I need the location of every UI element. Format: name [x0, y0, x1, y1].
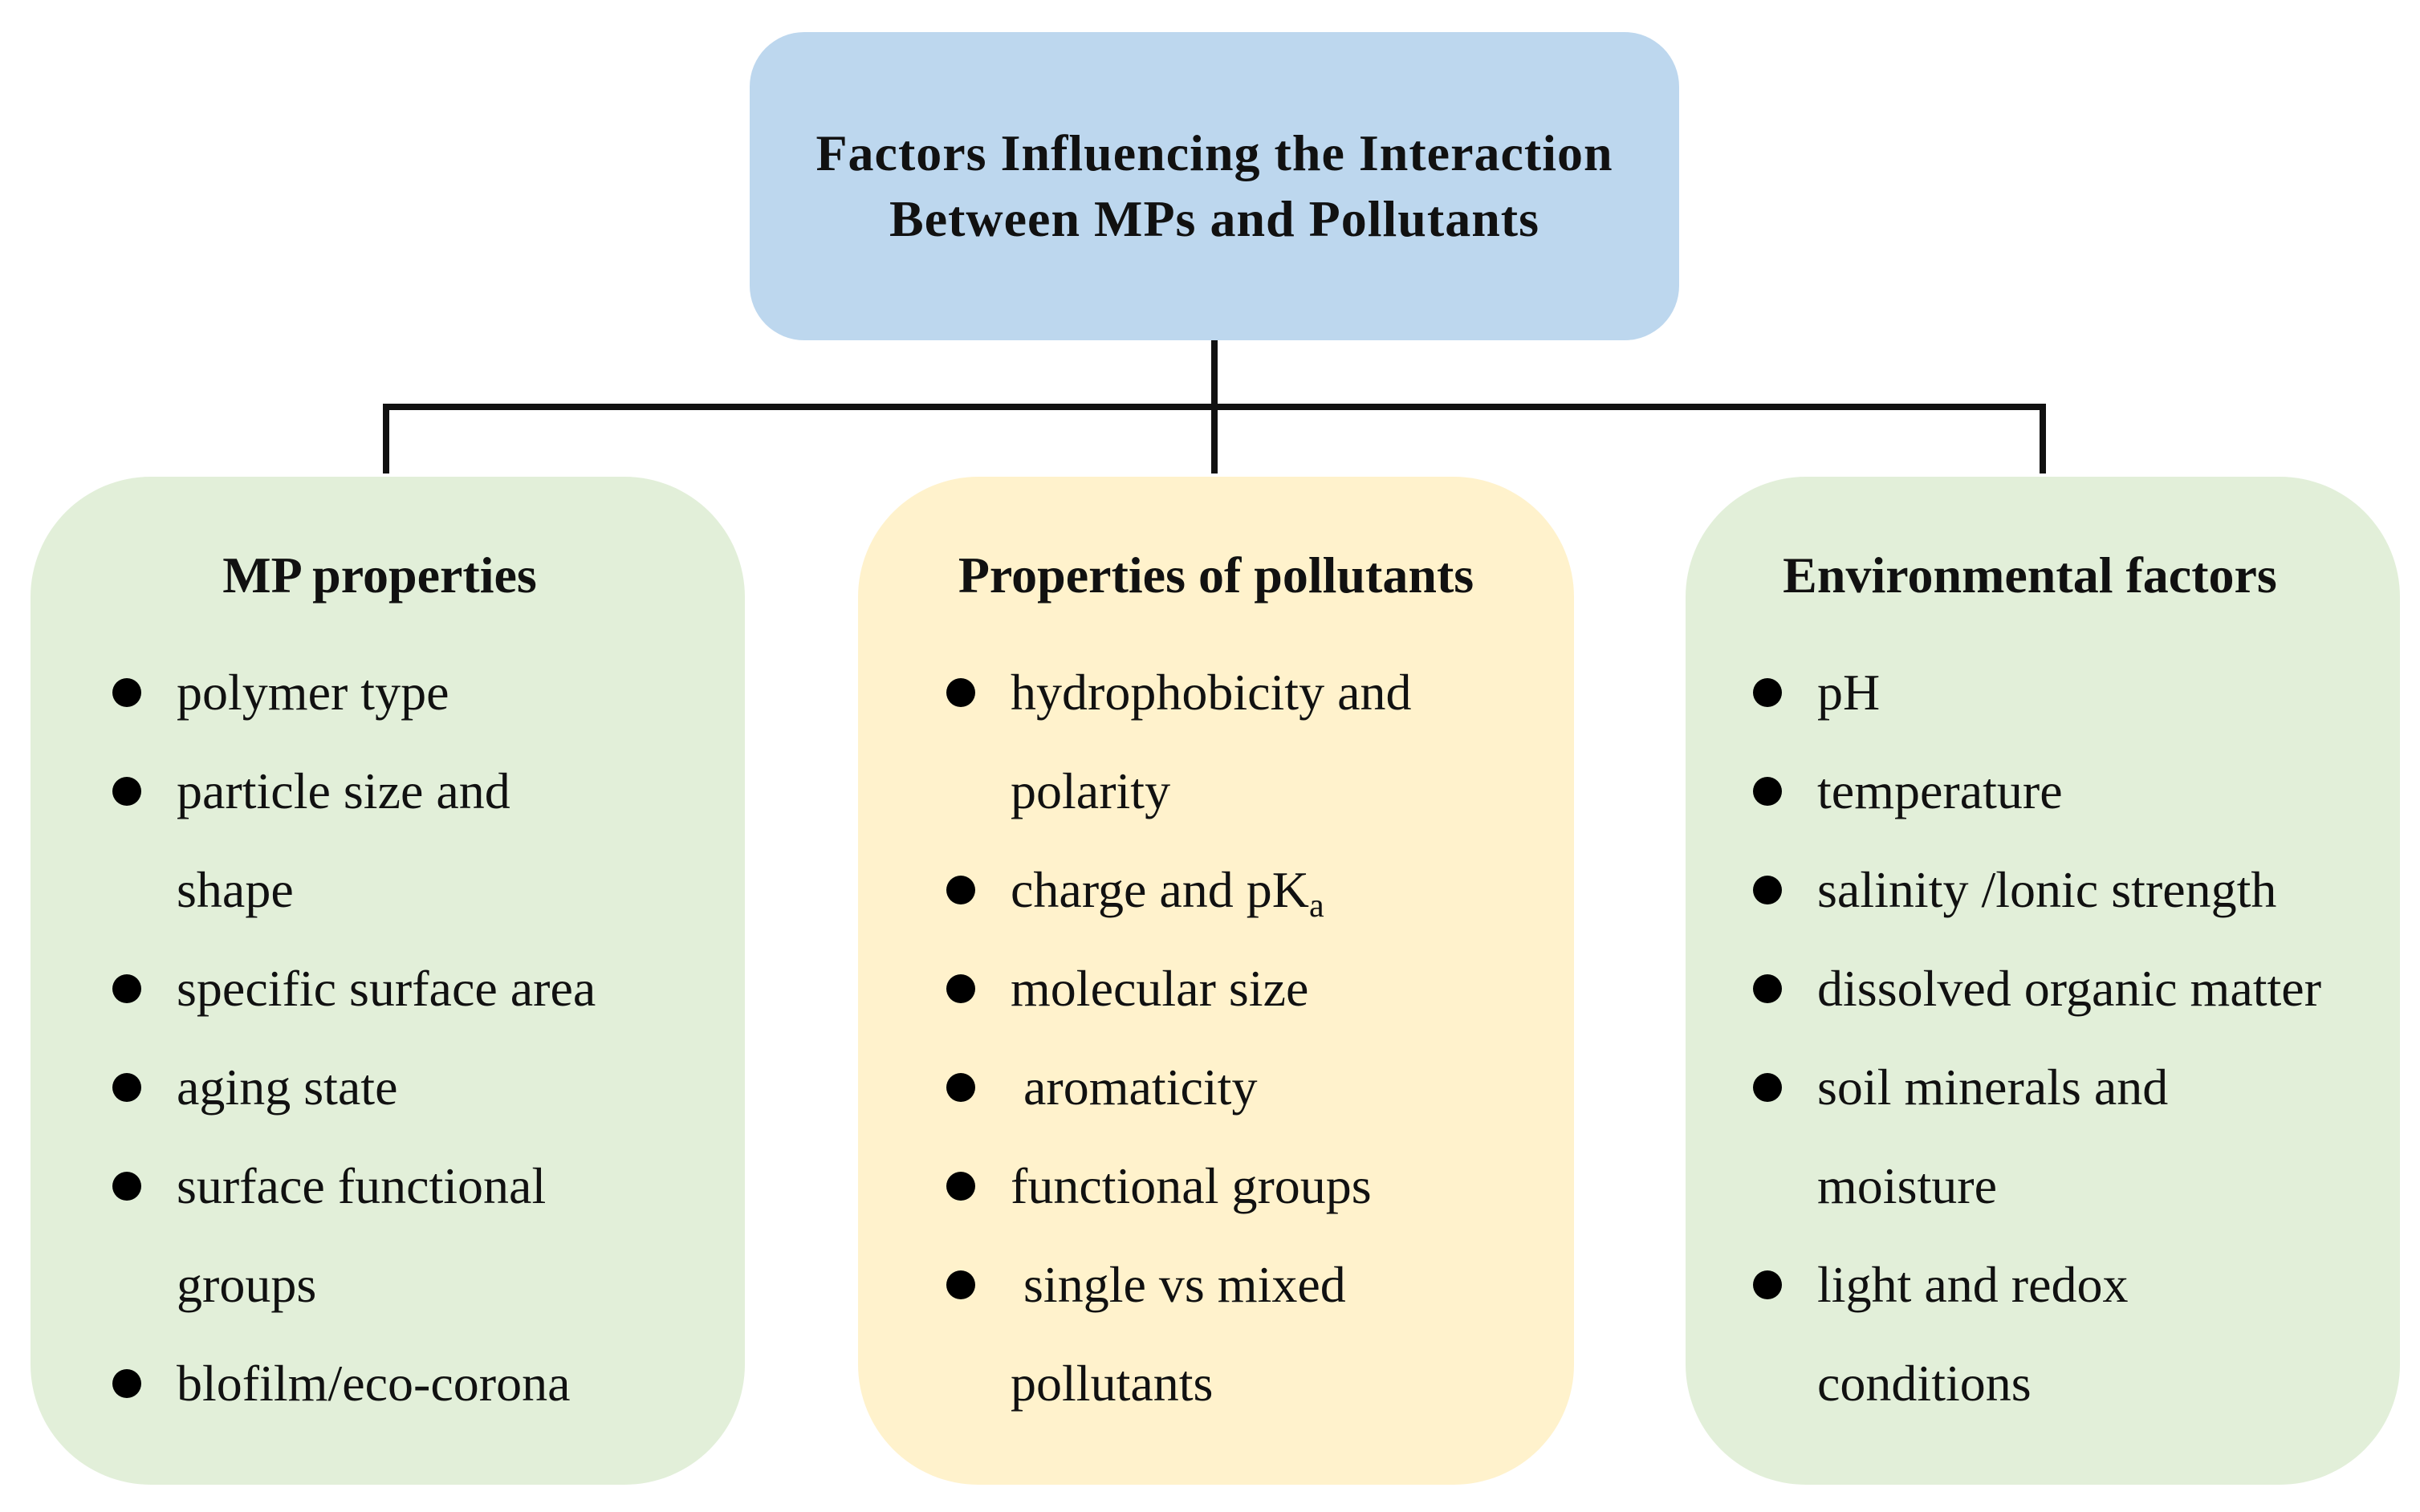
- list-item: hydrophobicity and polarity: [946, 643, 1412, 840]
- list-item: dissolved organic matter: [1753, 939, 2321, 1038]
- list-item-text: hydrophobicity and: [1011, 664, 1412, 721]
- list-item-text: aromaticity: [1011, 1059, 1258, 1116]
- bullet-icon: [1753, 974, 1782, 1003]
- bullet-icon: [112, 678, 141, 707]
- list-item: molecular size: [946, 939, 1411, 1038]
- connector-left-drop: [383, 404, 389, 474]
- list-item: salinity /lonic strength: [1753, 840, 2321, 939]
- subscript-text: a: [1309, 888, 1324, 925]
- bullet-icon: [112, 974, 141, 1003]
- list-item: soil minerals and moisture: [1753, 1038, 2321, 1235]
- bullet-icon: [946, 1073, 975, 1102]
- list-item-text: groups: [177, 1256, 317, 1313]
- bullet-icon: [946, 876, 975, 904]
- list-item: surface functional groups: [112, 1136, 596, 1334]
- environmental-factors-heading: Environmental factors: [1783, 547, 2277, 604]
- list-item-text: pH: [1817, 664, 1881, 721]
- list-item-text: conditions: [1817, 1355, 2032, 1412]
- bullet-icon: [112, 1172, 141, 1201]
- list-item: blofilm/eco-corona: [112, 1334, 596, 1433]
- bullet-icon: [946, 1172, 975, 1201]
- list-item-text: temperature: [1817, 762, 2063, 819]
- pollutant-properties-panel: Properties of pollutants hydrophobicity …: [858, 477, 1574, 1485]
- list-item-text: charge and pKa: [1011, 861, 1324, 925]
- connector-center-drop: [1211, 404, 1218, 474]
- list-item-text: salinity /lonic strength: [1817, 861, 2277, 918]
- title-box: Factors Influencing the Interaction Betw…: [750, 32, 1679, 340]
- list-item-text: surface functional: [177, 1157, 547, 1214]
- list-item-text: single vs mixed: [1011, 1256, 1346, 1313]
- list-item-text: particle size and: [177, 762, 510, 819]
- list-item: polymer type: [112, 643, 596, 742]
- list-item-text: polymer type: [177, 664, 449, 721]
- list-item: single vs mixed pollutants: [946, 1235, 1411, 1433]
- list-item: aromaticity: [946, 1038, 1411, 1136]
- bullet-icon: [946, 678, 975, 707]
- mp-properties-list: polymer type particle size and shape specif…: [112, 643, 596, 1433]
- list-item: charge and pKa: [946, 840, 1411, 939]
- environmental-factors-list: pH temperature salinity /lonic strength dis…: [1753, 643, 2321, 1433]
- list-item-text: dissolved organic matter: [1817, 960, 2321, 1017]
- bullet-icon: [112, 777, 141, 806]
- list-item-text: blofilm/eco-corona: [177, 1355, 571, 1412]
- list-item-text: light and redox: [1817, 1256, 2129, 1313]
- list-item-text: polarity: [1011, 762, 1171, 819]
- bullet-icon: [1753, 1270, 1782, 1299]
- list-item: pH: [1753, 643, 2321, 742]
- list-item-text: aging state: [177, 1059, 398, 1116]
- pollutant-properties-list: hydrophobicity and polarity charge and pKa…: [946, 643, 1412, 1433]
- list-item-text: pollutants: [1011, 1355, 1214, 1412]
- list-item: functional groups: [946, 1136, 1411, 1235]
- list-item: aging state: [112, 1038, 596, 1136]
- list-item: specific surface area: [112, 939, 596, 1038]
- list-item-text: soil minerals and: [1817, 1059, 2169, 1116]
- mp-properties-panel: MP properties polymer type particle size …: [31, 477, 745, 1485]
- list-item: temperature: [1753, 742, 2321, 840]
- bullet-icon: [1753, 1073, 1782, 1102]
- title-line-2: Between MPs and Pollutants: [889, 190, 1539, 247]
- mp-properties-heading: MP properties: [222, 547, 537, 604]
- title-line-1: Factors Influencing the Interaction: [815, 124, 1613, 181]
- environmental-factors-panel: Environmental factors pH temperature salin…: [1686, 477, 2400, 1485]
- connector-right-drop: [2040, 404, 2046, 474]
- bullet-icon: [1753, 876, 1782, 904]
- list-item-text: shape: [177, 861, 294, 918]
- bullet-icon: [1753, 678, 1782, 707]
- list-item-text: specific surface area: [177, 960, 596, 1017]
- list-item: light and redox conditions: [1753, 1235, 2321, 1433]
- pollutant-properties-heading: Properties of pollutants: [958, 547, 1474, 604]
- list-item-text: molecular size: [1011, 960, 1309, 1017]
- list-item-text: moisture: [1817, 1157, 1997, 1214]
- bullet-icon: [112, 1073, 141, 1102]
- bullet-icon: [1753, 777, 1782, 806]
- bullet-icon: [112, 1369, 141, 1398]
- list-item-text: functional groups: [1011, 1157, 1372, 1214]
- list-item: particle size and shape: [112, 742, 596, 939]
- bullet-icon: [946, 1270, 975, 1299]
- bullet-icon: [946, 974, 975, 1003]
